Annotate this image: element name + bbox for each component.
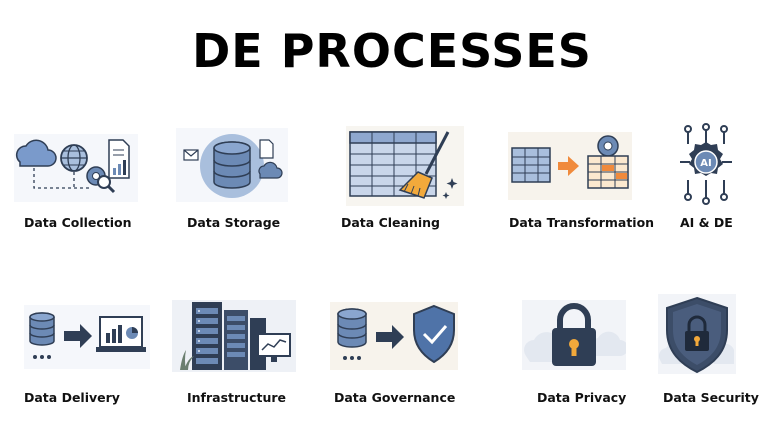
- ai-chip-icon: AI: [676, 122, 736, 208]
- process-label-data-delivery: Data Delivery: [24, 390, 120, 405]
- table-broom-icon: [346, 126, 464, 206]
- process-label-data-privacy: Data Privacy: [537, 390, 627, 405]
- database-arrow-shield-icon: [330, 302, 458, 370]
- process-label-data-security: Data Security: [663, 390, 759, 405]
- database-arrow-laptop-icon: [24, 305, 150, 369]
- padlock-icon: [522, 300, 626, 370]
- process-label-data-transformation: Data Transformation: [509, 215, 655, 230]
- server-rack-icon: [172, 300, 296, 372]
- process-label-data-collection: Data Collection: [24, 215, 132, 230]
- page-title: DE PROCESSES: [192, 24, 592, 78]
- table-arrow-gear-icon: [508, 132, 632, 200]
- process-label-ai-de: AI & DE: [680, 215, 733, 230]
- process-label-data-governance: Data Governance: [334, 390, 456, 405]
- process-label-data-cleaning: Data Cleaning: [341, 215, 440, 230]
- shield-lock-icon: [658, 294, 736, 374]
- process-label-data-storage: Data Storage: [187, 215, 281, 230]
- cloud-globe-gear-report-icon: [14, 130, 138, 206]
- process-label-infrastructure: Infrastructure: [187, 390, 286, 405]
- svg-text:AI: AI: [700, 158, 711, 169]
- database-cloud-icon: [176, 128, 288, 202]
